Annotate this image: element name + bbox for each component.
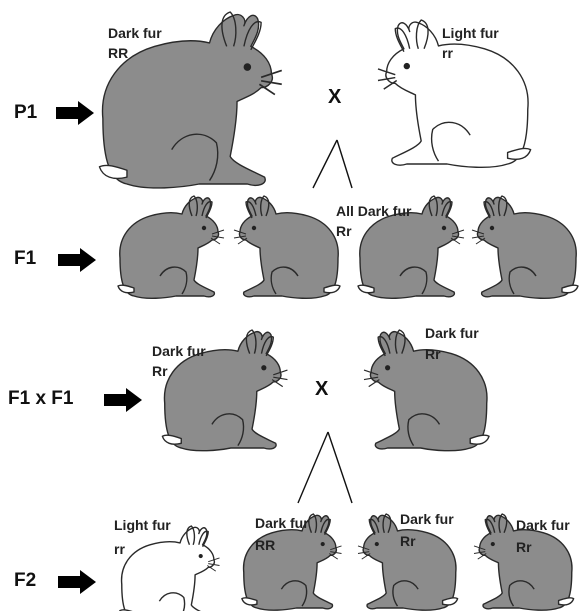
cross-symbol-p1: X bbox=[328, 86, 342, 108]
arrow-right-icon-f2 bbox=[58, 570, 96, 594]
p1-dark-genotype: RR bbox=[108, 45, 129, 61]
f2-1-genotype: rr bbox=[114, 541, 125, 557]
p1-light-genotype: rr bbox=[442, 45, 453, 61]
label-p1: P1 bbox=[14, 102, 38, 123]
f1-cross-right-genotype: Rr bbox=[425, 346, 441, 362]
f2-4-phenotype: Dark fur bbox=[516, 517, 570, 533]
f2-2-genotype: RR bbox=[255, 537, 276, 553]
p1-light-phenotype: Light fur bbox=[442, 25, 499, 41]
p1-dark-phenotype: Dark fur bbox=[108, 25, 162, 41]
label-f2: F2 bbox=[14, 570, 37, 591]
cross-line-left-p1 bbox=[312, 139, 338, 189]
rabbit-f1-2 bbox=[234, 196, 340, 298]
f2-4-genotype: Rr bbox=[516, 539, 532, 555]
cross-line-left-f1 bbox=[297, 431, 329, 504]
arrow-right-icon-p1 bbox=[56, 101, 94, 125]
rabbit-f2-1 bbox=[119, 525, 221, 611]
f1-cross-left-genotype: Rr bbox=[152, 363, 168, 379]
rabbit-p1-light bbox=[378, 20, 531, 167]
f1-phenotype: All Dark fur bbox=[336, 203, 412, 219]
cross-line-right-p1 bbox=[336, 139, 353, 189]
cross-symbol-f1: X bbox=[315, 378, 329, 400]
f2-3-genotype: Rr bbox=[400, 533, 416, 549]
rabbit-f2-3 bbox=[358, 514, 458, 610]
f2-1-phenotype: Light fur bbox=[114, 517, 171, 533]
f1-cross-right-phenotype: Dark fur bbox=[425, 325, 479, 341]
rabbit-f1-4 bbox=[472, 196, 578, 298]
f2-3-phenotype: Dark fur bbox=[400, 511, 454, 527]
cross-line-right-f1 bbox=[327, 431, 353, 504]
f1-cross-left-phenotype: Dark fur bbox=[152, 343, 206, 359]
label-f1xf1: F1 x F1 bbox=[8, 388, 74, 409]
f1-genotype: Rr bbox=[336, 223, 352, 239]
rabbit-f1-1 bbox=[117, 195, 225, 300]
label-f1: F1 bbox=[14, 248, 37, 269]
arrow-right-icon-f1 bbox=[58, 248, 96, 272]
f2-2-phenotype: Dark fur bbox=[255, 515, 309, 531]
arrow-right-icon-f1xf1 bbox=[104, 388, 142, 412]
